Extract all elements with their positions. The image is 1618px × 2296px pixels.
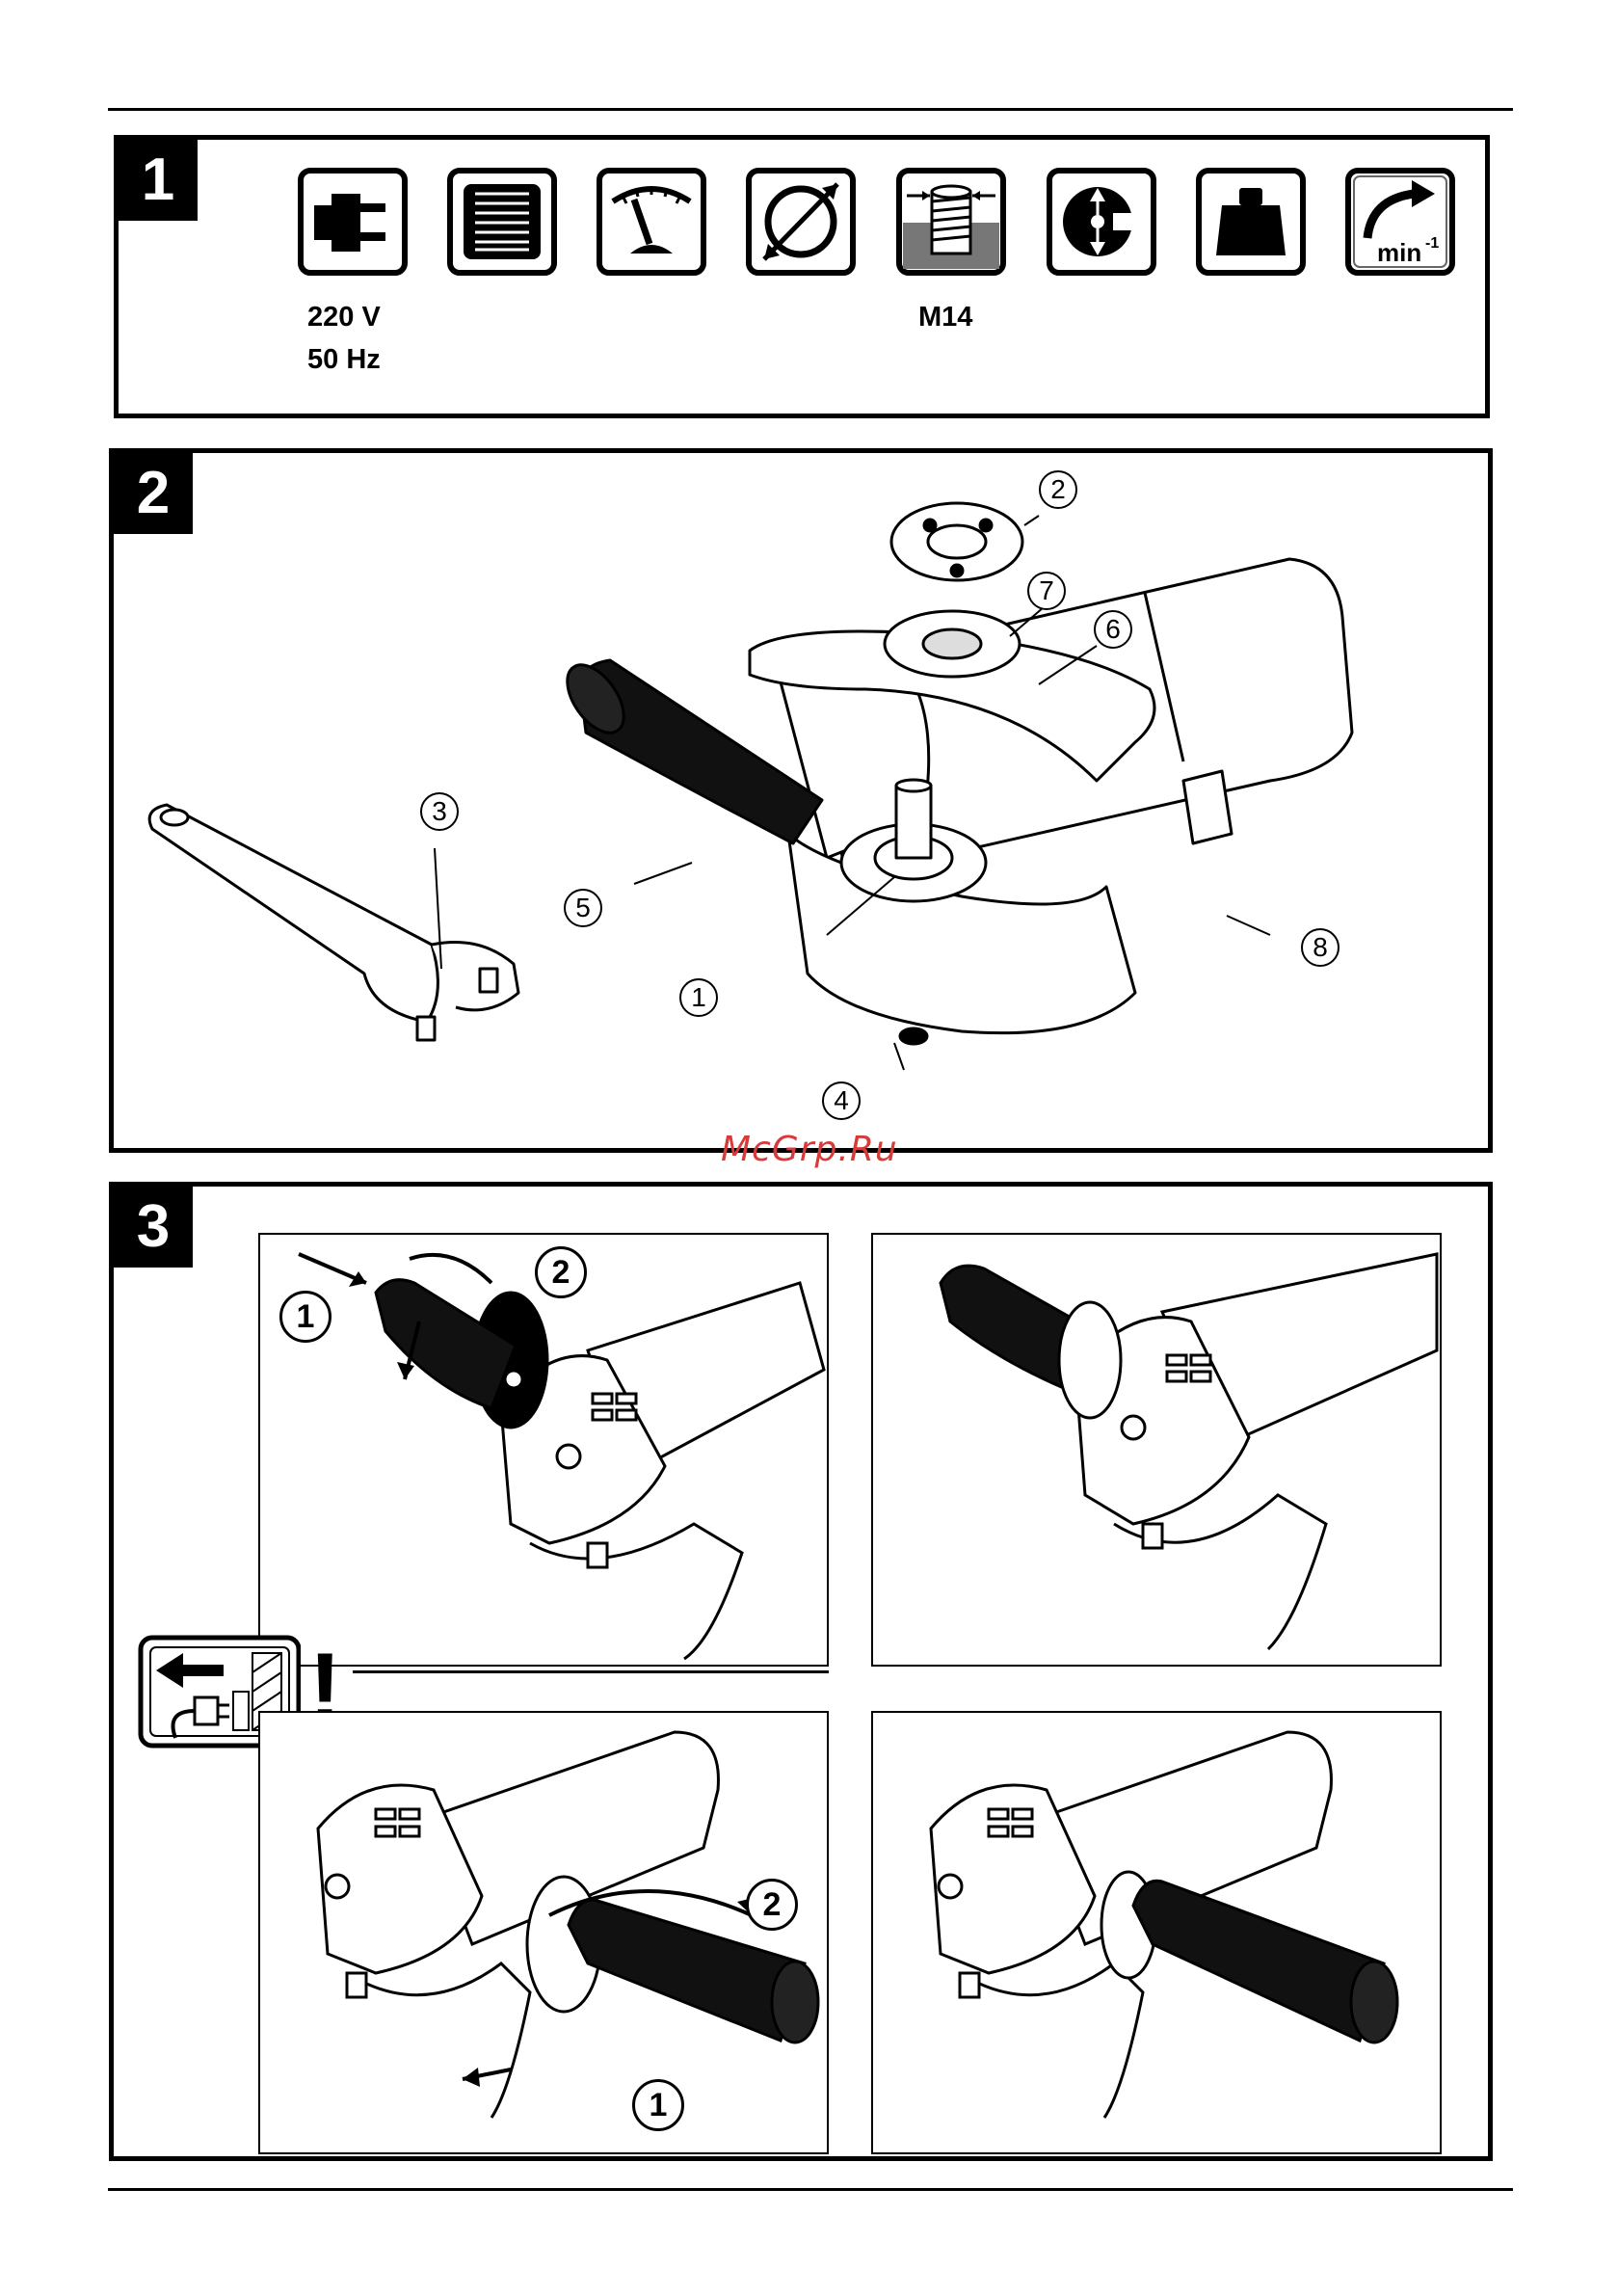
spindle-thread-icon <box>895 167 1007 277</box>
thread-label: M14 <box>918 296 972 338</box>
callout-flange-nut: 2 <box>1039 470 1077 509</box>
voltage-label: 220 V <box>307 296 381 338</box>
weight-icon <box>1195 167 1307 277</box>
step-marker: 1 <box>632 2079 684 2131</box>
callout-spindle: 1 <box>679 978 718 1017</box>
panel-specs: 1 <box>114 135 1490 418</box>
step-frame-handle-attached <box>871 1711 1442 2154</box>
spindle-lock-icon <box>1046 167 1157 277</box>
callout-wrench: 3 <box>420 792 459 831</box>
power-plug-icon <box>297 167 409 277</box>
step-frame-attach-handle: 2 1 <box>258 1711 829 2154</box>
speed-exponent: -1 <box>1425 235 1439 252</box>
rotation-speed-icon: min -1 <box>1344 167 1456 277</box>
warning-line <box>353 1670 829 1673</box>
step-marker: 2 <box>535 1246 587 1298</box>
frequency-label: 50 Hz <box>307 338 381 381</box>
callout-spindle-lock: 4 <box>822 1081 861 1120</box>
grinder-drawing <box>260 1713 827 2152</box>
bottom-rule <box>108 2188 1513 2191</box>
callout-switch: 8 <box>1301 928 1339 967</box>
disc-diameter-icon <box>745 167 857 277</box>
panel-components: 2 <box>109 448 1493 1153</box>
speed-unit: min <box>1377 238 1421 267</box>
panel-number: 3 <box>114 1187 193 1268</box>
step-marker: 2 <box>746 1879 798 1931</box>
voltage-spec: 220 V 50 Hz <box>307 296 381 381</box>
grinder-drawing <box>873 1235 1440 1665</box>
grinder-exploded-drawing <box>114 453 1488 1148</box>
step-marker: 1 <box>279 1291 332 1343</box>
motor-icon <box>446 167 558 277</box>
callout-inner-flange: 7 <box>1027 572 1066 610</box>
callout-guard: 6 <box>1094 610 1132 649</box>
grinder-drawing <box>260 1235 827 1665</box>
panel-number: 1 <box>119 140 198 221</box>
panel-handle-mounting: 3 1 2 <box>109 1182 1493 2161</box>
step-frame-remove-handle: 1 2 <box>258 1233 829 1667</box>
grinder-drawing <box>873 1713 1440 2152</box>
step-frame-handle-removed <box>871 1233 1442 1667</box>
watermark: McGrp.Ru <box>721 1130 898 1169</box>
gauge-icon <box>596 167 707 277</box>
top-rule <box>108 108 1513 111</box>
callout-side-handle: 5 <box>564 889 602 927</box>
